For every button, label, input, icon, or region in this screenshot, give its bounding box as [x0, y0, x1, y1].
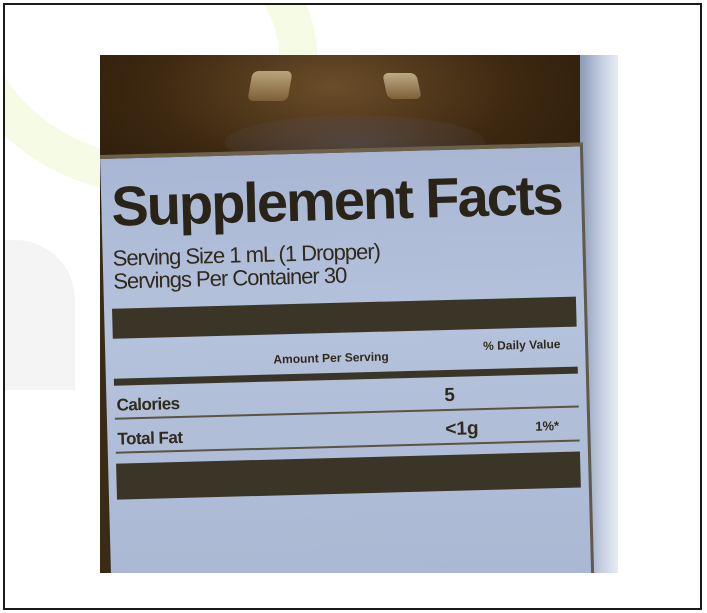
supplement-label: Supplement Facts Serving Size 1 mL (1 Dr… — [100, 142, 595, 573]
bottle-photo: Supplement Facts Serving Size 1 mL (1 Dr… — [100, 55, 618, 573]
image-frame: Supplement Facts Serving Size 1 mL (1 Dr… — [3, 3, 702, 610]
serving-info: Serving Size 1 mL (1 Dropper) Servings P… — [112, 235, 575, 294]
divider-bar — [112, 296, 577, 339]
watermark-bar — [5, 240, 75, 390]
label-title: Supplement Facts — [110, 162, 563, 238]
nutrient-name: Calories — [116, 394, 180, 415]
glass-highlight — [247, 71, 293, 101]
glass-highlight — [382, 73, 422, 99]
divider-bar — [116, 451, 581, 500]
amount-per-serving-header: Amount Per Serving — [273, 349, 389, 367]
nutrient-amount: 5 — [444, 384, 456, 407]
label-content: Supplement Facts Serving Size 1 mL (1 Dr… — [108, 155, 583, 573]
nutrient-amount: <1g — [445, 418, 479, 441]
nutrient-daily-value: 1%* — [535, 418, 560, 434]
nutrient-name: Total Fat — [117, 428, 183, 449]
daily-value-header: % Daily Value — [482, 337, 561, 354]
